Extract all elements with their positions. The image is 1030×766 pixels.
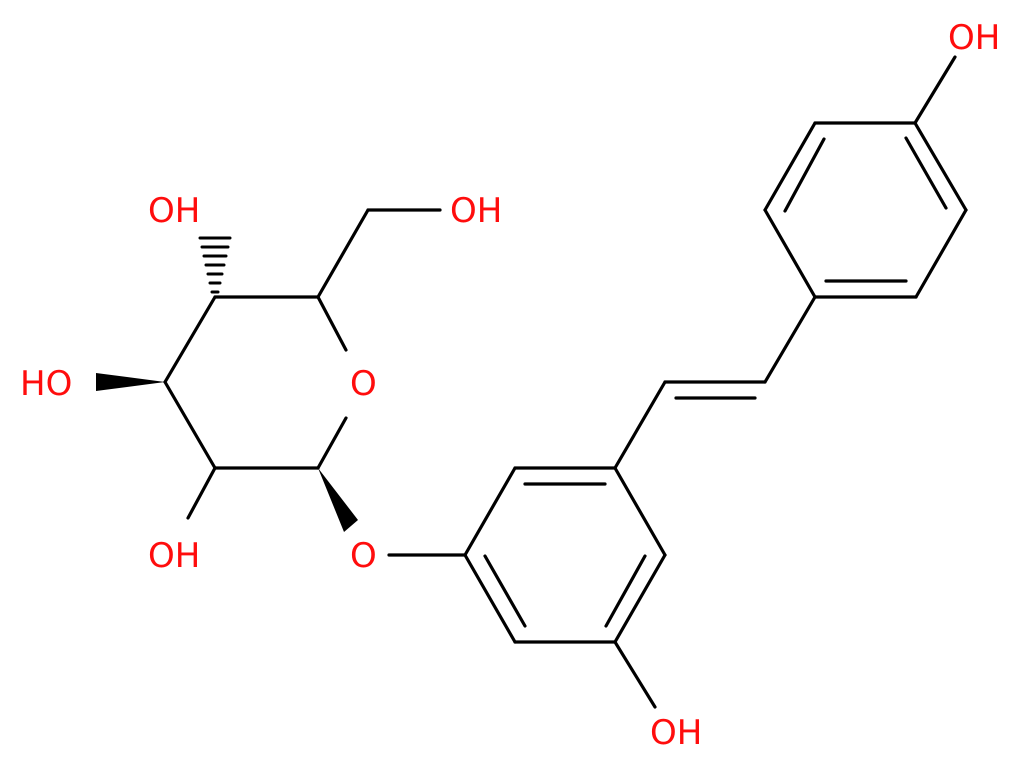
bond-c-oh-bottom bbox=[613, 640, 657, 709]
bond bbox=[163, 295, 217, 384]
hash-bond-c4-oh bbox=[198, 236, 232, 294]
bond bbox=[613, 466, 667, 557]
atom-o-ring: O bbox=[350, 364, 377, 404]
glucose-ring bbox=[163, 295, 348, 470]
bond bbox=[613, 553, 667, 644]
bond bbox=[463, 553, 517, 644]
atom-ho-c3: HO bbox=[20, 364, 72, 404]
bond bbox=[186, 466, 217, 520]
atom-oh-hydroxymethyl: OH bbox=[450, 191, 502, 231]
aromatic-inner-bond bbox=[783, 137, 826, 213]
bond bbox=[763, 295, 817, 384]
atom-o-glycosidic: O bbox=[350, 536, 377, 576]
atom-oh-top: OH bbox=[948, 18, 1000, 58]
bond bbox=[316, 208, 370, 299]
wedge-bond-c1-o bbox=[318, 468, 358, 532]
bond bbox=[613, 380, 667, 470]
bond bbox=[914, 208, 968, 299]
bond bbox=[163, 380, 217, 470]
aromatic-inner-bond bbox=[904, 136, 948, 210]
atom-oh-c4: OH bbox=[148, 191, 200, 231]
bond-c-oh-top bbox=[913, 55, 957, 125]
wedge-bond-c3-oh bbox=[96, 373, 165, 391]
bond bbox=[316, 295, 348, 352]
bond bbox=[316, 416, 348, 470]
atom-oh-c2: OH bbox=[148, 536, 200, 576]
resorcinol-ring bbox=[463, 466, 667, 644]
bond bbox=[463, 466, 517, 557]
aromatic-inner-bond bbox=[604, 554, 647, 628]
aromatic-inner-bond bbox=[483, 554, 527, 628]
bond bbox=[913, 121, 968, 212]
bond bbox=[763, 208, 817, 299]
phenol-ring bbox=[763, 121, 968, 299]
bond bbox=[763, 121, 817, 212]
atom-oh-resorcinol: OH bbox=[650, 713, 702, 753]
